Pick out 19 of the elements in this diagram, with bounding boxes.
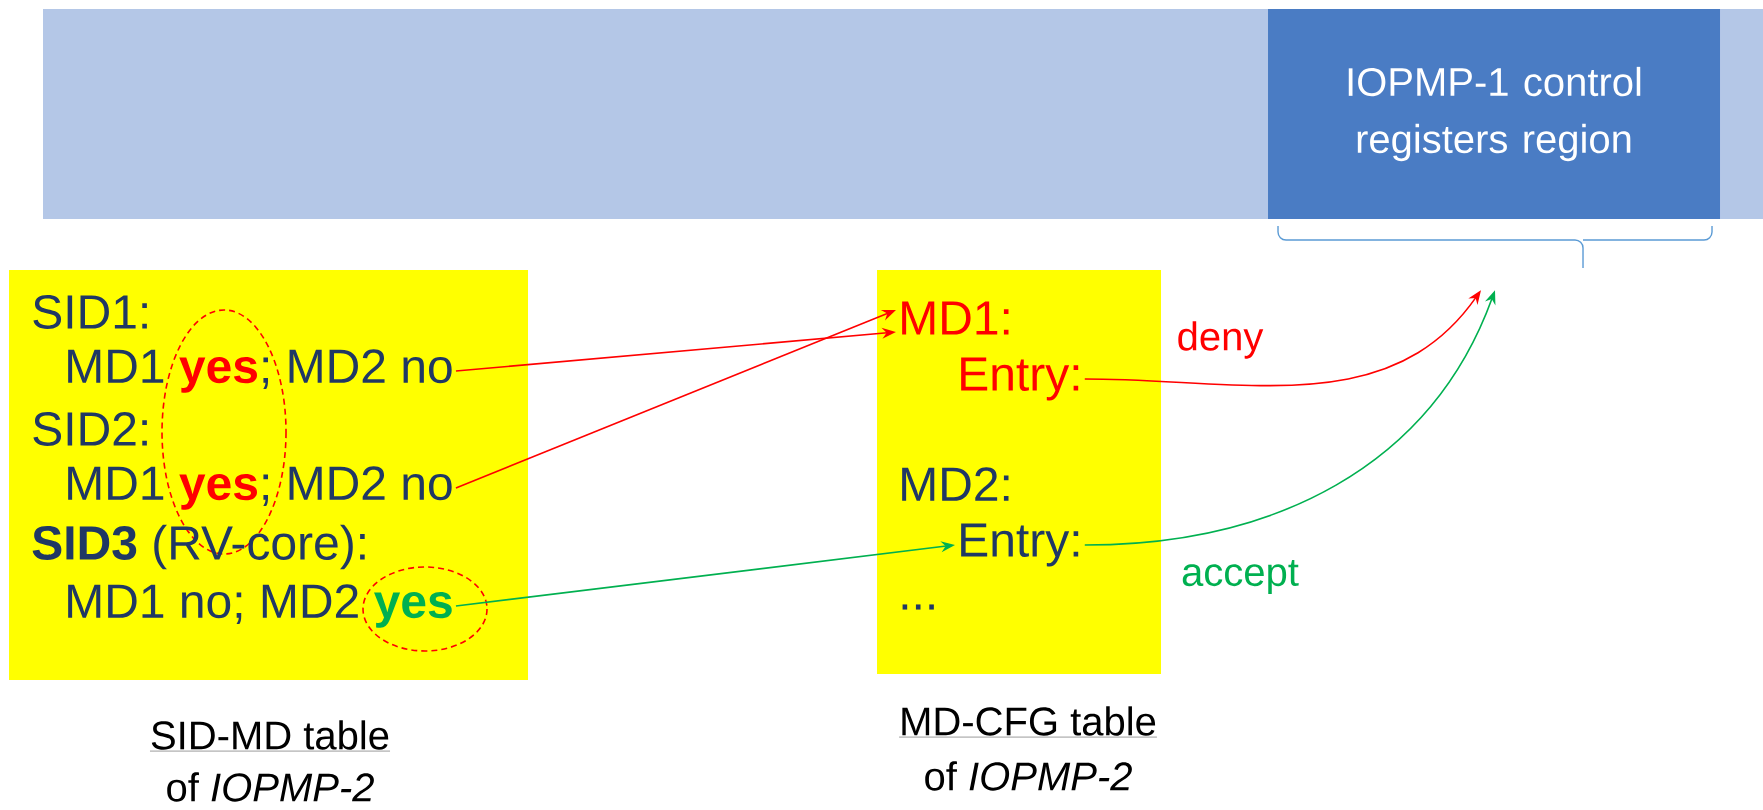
table-entry: Entry:	[961, 357, 1079, 401]
table-caption: SID-MD table	[149, 720, 391, 752]
edge-label: deny	[1175, 320, 1265, 360]
table-entry: MD1 yes; MD2 no	[68, 466, 452, 510]
table-entry: MD1 no; MD2 yes	[68, 584, 452, 628]
table-entry: MD1 yes; MD2 no	[68, 349, 452, 393]
table-entry: SID1:	[33, 295, 147, 329]
table-entry: SID3 (RV-core):	[32, 524, 365, 570]
register-region-box: IOPMP-1 control registers region	[1268, 9, 1720, 219]
edge-label: accept	[1180, 558, 1300, 596]
table-entry: Entry:	[961, 523, 1079, 567]
table-entry: SID2:	[33, 412, 147, 446]
table-entry: MD2:	[902, 467, 1009, 501]
table-caption: of IOPMP-2	[167, 772, 374, 802]
table-caption: MD-CFG table	[898, 706, 1158, 738]
table-caption: of IOPMP-2	[925, 761, 1132, 791]
table-entry: ...	[902, 604, 934, 610]
table-entry: MD1:	[902, 301, 1009, 335]
brace	[1277, 225, 1713, 269]
